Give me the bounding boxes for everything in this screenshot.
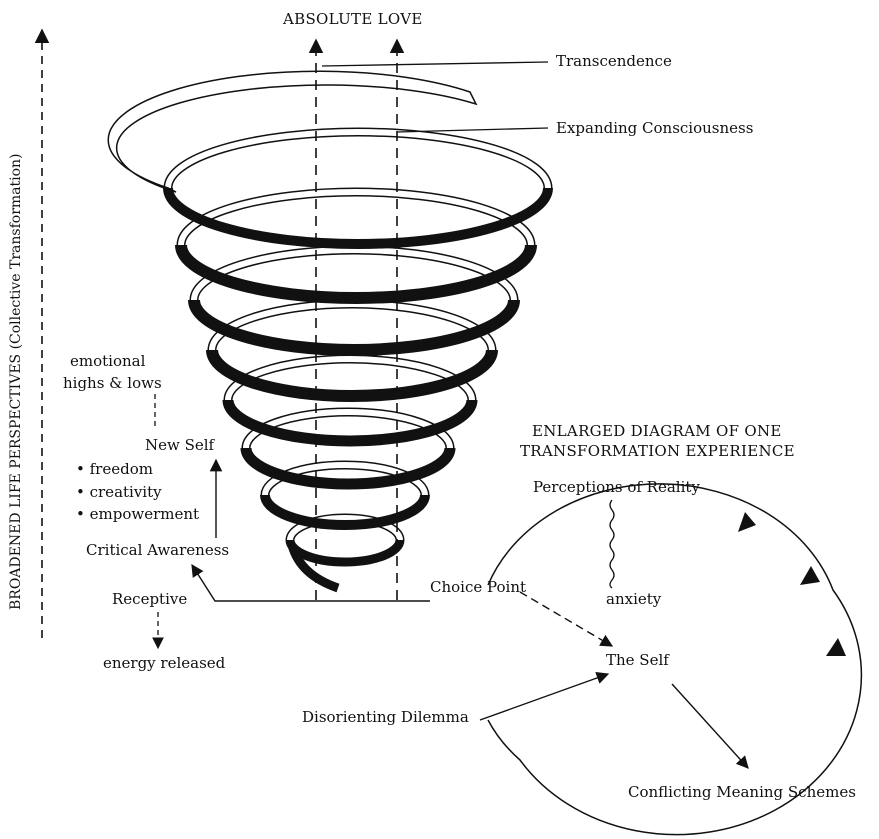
conflicting-schemes-label: Conflicting Meaning Schemes [628, 783, 856, 801]
spiral-back-fill-6 [178, 189, 534, 246]
spiral-back-fill-7 [165, 129, 551, 189]
spiral-front-band-1 [260, 494, 430, 530]
receptive-baseline [191, 563, 430, 602]
transcendence-label: Transcendence [556, 52, 672, 70]
choice-point-label: Choice Point [430, 578, 526, 596]
cycle-circle [487, 483, 863, 836]
spiral-bottom-tail [287, 543, 340, 593]
spiral-front-band-3 [222, 399, 478, 447]
anxiety-squiggle [609, 499, 615, 589]
receptive-label: Receptive [112, 590, 187, 608]
spiral-back-arc-7 [163, 127, 553, 189]
spiral-front-band-5 [188, 299, 520, 356]
new-self-label: New Self [145, 436, 216, 454]
transcendence-leader [321, 61, 549, 67]
disorienting-dilemma-label: Disorienting Dilemma [302, 708, 469, 726]
spiral-front-band-2 [240, 447, 456, 490]
bullet-empowerment: • empowerment [76, 505, 199, 523]
highs-lows-label: highs & lows [63, 374, 162, 392]
emotional-label: emotional [70, 352, 146, 370]
spiral-front-band-6 [175, 244, 537, 304]
energy-released-label: energy released [103, 654, 226, 672]
enlarged-title-line2: TRANSFORMATION EXPERIENCE [520, 442, 795, 460]
vertical-axis-label: BROADENED LIFE PERSPECTIVES (Collective … [8, 153, 24, 610]
spiral-cone [107, 70, 553, 593]
spiral-front-band-7 [163, 187, 553, 249]
spiral-top-ribbon [107, 70, 478, 193]
spiral-back-fill-0 [287, 515, 403, 541]
critical-awareness-label: Critical Awareness [86, 541, 229, 559]
absolute-love-label: ABSOLUTE LOVE [282, 10, 423, 28]
expanding-consciousness-label: Expanding Consciousness [556, 119, 753, 137]
perceptions-label: Perceptions of Reality [533, 478, 700, 496]
dilemma-to-self-arrow [479, 671, 610, 721]
the-self-label: The Self [606, 651, 670, 669]
enlarged-title-line1: ENLARGED DIAGRAM OF ONE [532, 422, 782, 440]
spiral-back-arc-6 [176, 187, 536, 246]
anxiety-label: anxiety [606, 590, 662, 608]
self-to-conflicting-arrow [671, 683, 749, 769]
choice-to-self-dashed-arrow [519, 591, 614, 647]
cycle-arrowhead-1 [738, 512, 756, 532]
spiral-front-band-4 [206, 349, 498, 402]
cycle-arrowhead-3 [826, 638, 846, 656]
cycle-arrowhead-2 [800, 566, 820, 585]
bullet-creativity: • creativity [76, 483, 162, 501]
spiral-back-fill-1 [262, 462, 428, 496]
spiral-front-band-0 [285, 539, 405, 567]
bullet-freedom: • freedom [76, 460, 153, 478]
expanding-leader [396, 127, 549, 133]
